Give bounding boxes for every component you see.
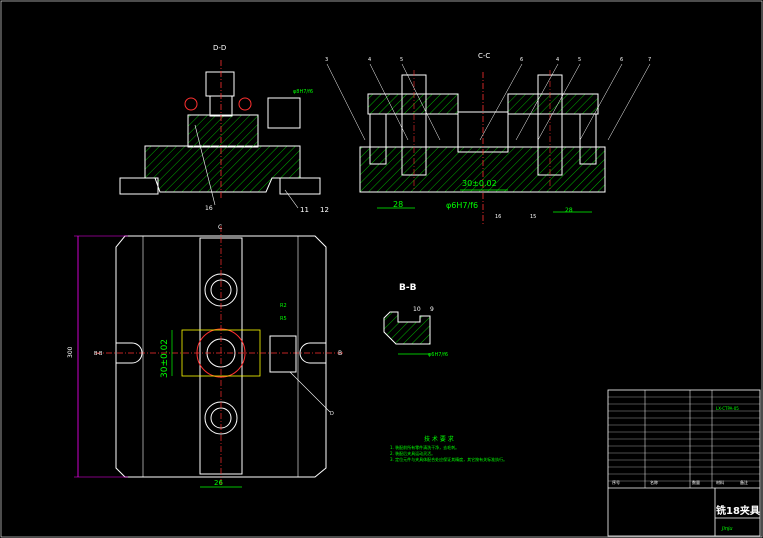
dd-mark-12: 12 xyxy=(320,206,329,214)
view-cc: C-C 28 30±0.02 φ6H7/f6 28 15 16 3 4 5 6 4 5 6 7 xyxy=(325,52,651,225)
view-cc-label: C-C xyxy=(478,52,490,60)
dd-hole-right xyxy=(238,97,252,111)
notes-line-1: 1. 装配前所有零件清洗干净，去毛刺。 xyxy=(390,444,459,450)
plan-sec-left: B-B xyxy=(94,351,103,357)
cc-dim-28b: 28 xyxy=(565,207,573,214)
plan-r1: R2 xyxy=(280,303,287,309)
dd-hole-left xyxy=(184,97,198,111)
plan-r2: R5 xyxy=(280,316,287,322)
cc-stud-right xyxy=(579,113,597,165)
tb-col-head: 数量 xyxy=(692,479,700,485)
cc-leader-line xyxy=(326,63,366,141)
cc-leaders: 3 4 5 6 4 5 6 7 xyxy=(325,57,651,141)
cc-dim-bore: φ6H7/f6 xyxy=(446,201,478,210)
cc-leader-line xyxy=(479,63,523,141)
view-dd-label: D-D xyxy=(213,44,226,52)
plan-slot-left xyxy=(116,342,143,364)
dd-leader-1 xyxy=(194,124,216,206)
dd-block xyxy=(187,114,259,148)
cc-stud-left xyxy=(369,113,387,165)
cc-leader-line xyxy=(515,63,559,141)
cc-leader-line xyxy=(537,63,581,141)
dd-body xyxy=(144,145,301,193)
bb-10: 10 xyxy=(413,306,421,313)
cc-mark-15: 15 xyxy=(530,214,536,220)
dd-foot-left xyxy=(119,177,159,195)
title-block-rows xyxy=(608,396,760,482)
cc-leader-line xyxy=(579,63,623,141)
plan-dim-w: 26 xyxy=(214,479,223,487)
plan-sec-right: B xyxy=(338,350,342,357)
title-block-heads: 序号 名称 数量 材料 备注 xyxy=(612,479,748,485)
tb-col-head: 序号 xyxy=(612,479,620,485)
tb-col-head: 名称 xyxy=(650,479,658,485)
dd-nut xyxy=(205,71,235,97)
view-dd: D-D φ8H7/f6 16 11 12 xyxy=(119,44,329,214)
title-block: LX-CTPA-05 铣18夹具 Jinju 序号 名称 数量 材料 备注 xyxy=(607,389,761,537)
bb-fit: φ6H7/f6 xyxy=(428,352,448,358)
dd-mark-11: 11 xyxy=(300,206,309,214)
bb-9: 9 xyxy=(430,306,434,313)
dd-foot-right xyxy=(279,177,321,195)
tb-name: 铣18夹具 xyxy=(716,504,760,517)
dd-fit: φ8H7/f6 xyxy=(293,89,313,95)
cc-leader-label: 4 xyxy=(368,57,371,63)
view-bb: B-B 10 9 φ6H7/f6 xyxy=(383,283,448,358)
tb-part-no: LX-CTPA-05 xyxy=(716,406,739,411)
cc-leader-line xyxy=(369,63,409,141)
plan-slot-right xyxy=(299,342,326,364)
cc-base xyxy=(359,146,606,193)
dd-mark-16: 16 xyxy=(205,205,213,212)
tb-col-head: 材料 xyxy=(716,479,724,485)
notes-line-2: 2. 装配后夹具运动灵活。 xyxy=(390,450,435,456)
cc-leader-label: 6 xyxy=(520,57,523,63)
plan-dim-tol: 30±0.02 xyxy=(160,339,170,378)
cc-leader-label: 5 xyxy=(578,57,581,63)
notes-title: 技 术 要 求 xyxy=(424,435,454,443)
view-bb-label: B-B xyxy=(399,283,417,293)
plan-body xyxy=(115,235,327,478)
tb-footer: Jinju xyxy=(721,526,733,532)
cc-leader-line xyxy=(401,63,441,141)
view-plan: 300 30±0.02 26 B-B B C D R2 R5 xyxy=(67,224,345,488)
cc-mark-16: 16 xyxy=(495,214,501,220)
tb-col-head: 备注 xyxy=(740,479,748,485)
cc-clamp-right xyxy=(507,93,599,115)
plan-leader xyxy=(289,371,331,413)
notes-line-3: 3. 定位元件与夹具体配合处应保证其精度，其它按有关标准执行。 xyxy=(390,456,507,462)
bb-part xyxy=(383,311,431,345)
plan-d-mark: D xyxy=(330,411,334,417)
cc-dim-28a: 28 xyxy=(393,200,403,209)
plan-clip xyxy=(269,335,297,373)
technical-notes: 技 术 要 求 1. 装配前所有零件清洗干净，去毛刺。 2. 装配后夹具运动灵活… xyxy=(390,435,507,462)
cc-leader-label: 3 xyxy=(325,57,328,63)
cc-clamp-left xyxy=(367,93,459,115)
dd-bushing xyxy=(267,97,301,129)
plan-dim-height: 300 xyxy=(67,346,74,358)
cc-leader-label: 5 xyxy=(400,57,403,63)
title-block-frame xyxy=(607,389,761,537)
cc-leader-line xyxy=(607,63,651,141)
cc-dim-tol: 30±0.02 xyxy=(462,179,497,188)
cc-leader-label: 7 xyxy=(648,57,651,63)
cc-leader-label: 6 xyxy=(620,57,623,63)
cc-leader-label: 4 xyxy=(556,57,559,63)
plan-c-mark: C xyxy=(218,224,222,231)
dd-leader-2 xyxy=(284,189,299,209)
